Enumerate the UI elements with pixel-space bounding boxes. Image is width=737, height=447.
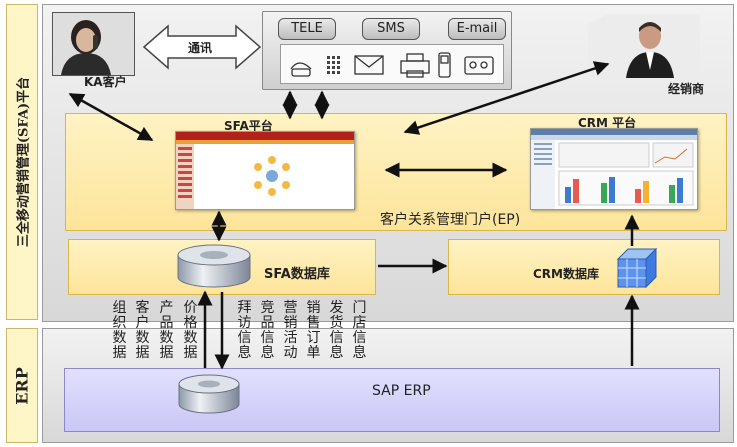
flow-label-product-data: 产品数据: [159, 300, 174, 361]
flow-label-competitor-info: 竞品信息: [260, 300, 275, 361]
flow-label-shipping-info: 发货信息: [329, 300, 344, 361]
tele-tab[interactable]: TELE: [278, 18, 336, 40]
sfa-platform-screenshot: [175, 131, 355, 210]
sap-erp-label: SAP ERP: [372, 383, 431, 399]
sfa-platform-label: SFA平台: [224, 119, 273, 133]
email-tab[interactable]: E-mail: [448, 18, 506, 40]
crm-platform-screenshot: [530, 128, 698, 210]
person-icon: [53, 13, 134, 75]
flow-label-marketing-activity: 营销活动: [283, 300, 298, 361]
arrow-dealer-to-portal: [403, 61, 610, 135]
ka-customer-photo: [52, 12, 135, 76]
communication-label: 通讯: [188, 41, 213, 55]
dealer-label: 经销商: [668, 82, 705, 96]
telephone-icon: [290, 62, 312, 77]
portal-label: 客户关系管理门户(EP): [380, 212, 521, 228]
sap-erp-database-icon: [178, 374, 240, 414]
flow-label-price-data: 价格数据: [183, 300, 198, 361]
sms-tab[interactable]: SMS: [362, 18, 420, 40]
flow-label-store-info: 门店信息: [352, 300, 367, 361]
sap-erp-band: [64, 368, 720, 432]
sfa-platform-sidebar: 三全移动营销管理(SFA)平台: [6, 4, 38, 320]
crm-database-label: CRM数据库: [533, 267, 599, 281]
ka-customer-label: KA客户: [84, 75, 127, 89]
sfa-database-icon: [177, 244, 251, 288]
communication-arrow: [142, 24, 262, 70]
arrow-ka-to-sfa: [68, 92, 154, 142]
crm-database-panel: [448, 239, 720, 295]
erp-sidebar: ERP: [6, 328, 38, 443]
flow-label-customer-data: 客户数据: [135, 300, 150, 361]
flow-label-sales-order: 销售订单: [306, 300, 321, 361]
keypad-icon: [327, 56, 340, 74]
flow-label-visit-info: 拜访信息: [237, 300, 252, 361]
dealer-photo: [588, 14, 700, 78]
envelope-icon: [354, 55, 384, 75]
crm-database-cube-icon: [616, 247, 658, 289]
flow-label-org-data: 组织数据: [112, 300, 127, 361]
sfa-database-label: SFA数据库: [264, 267, 330, 282]
